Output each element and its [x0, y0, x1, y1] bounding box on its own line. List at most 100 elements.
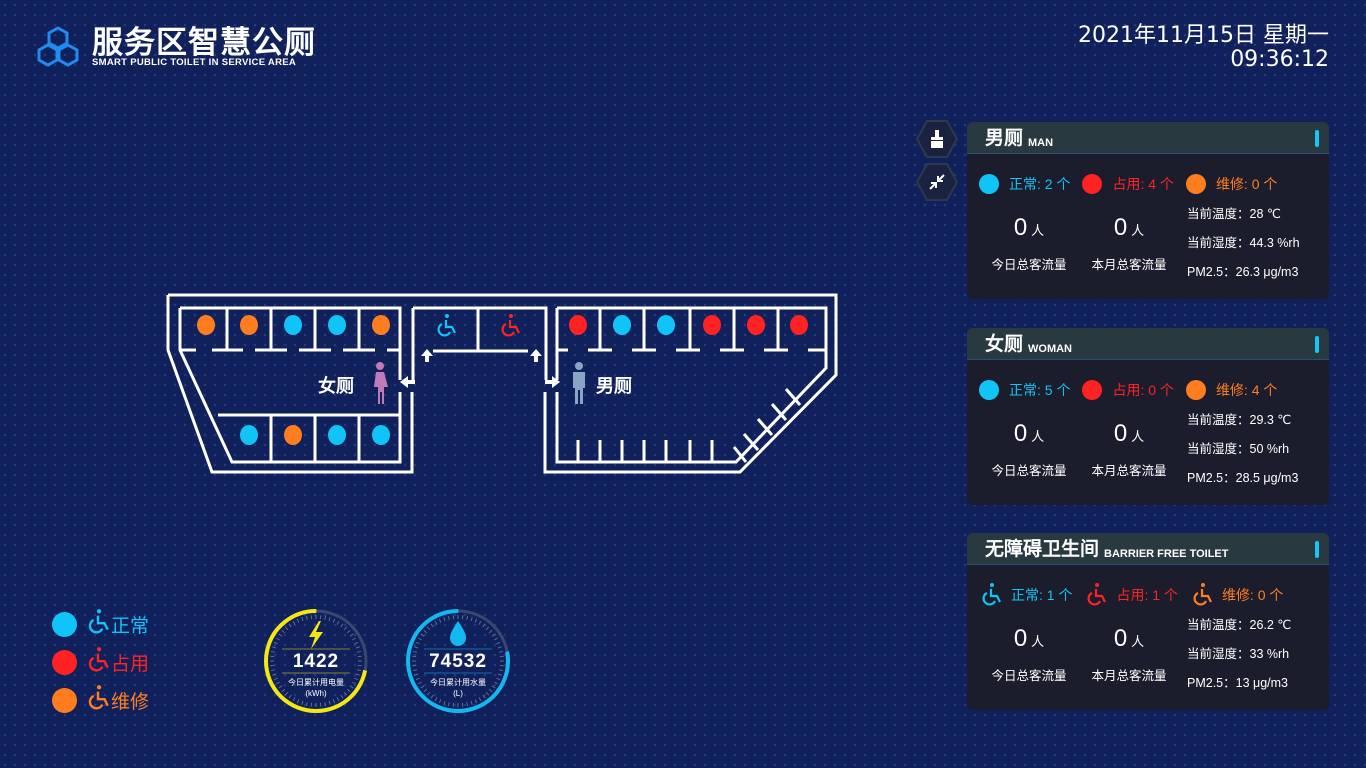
humidity: 当前湿度：50 %rh — [1187, 442, 1290, 456]
male-stall[interactable] — [569, 315, 587, 335]
unit: 人 — [1131, 634, 1145, 649]
female-stall[interactable] — [328, 315, 346, 335]
female-stall[interactable] — [197, 315, 215, 335]
female-stall[interactable] — [284, 315, 302, 335]
panel-accent-bar — [1315, 541, 1319, 558]
repair-dot-icon — [1185, 380, 1206, 400]
temperature: 当前温度：28 ℃ — [1187, 207, 1281, 221]
panel-accent-bar — [1315, 130, 1319, 147]
occupied-dot-icon — [1082, 380, 1103, 400]
lightning-icon — [309, 621, 323, 649]
wheelchair-icon — [85, 608, 111, 640]
time: 09:36:12 — [1230, 47, 1329, 72]
water-drop-icon — [450, 621, 466, 646]
repair-count: 维修: 0 个 — [1221, 587, 1284, 603]
logo: 服务区智慧公厕 SMART PUBLIC TOILET IN SERVICE A… — [36, 25, 316, 69]
female-stall[interactable] — [372, 425, 390, 445]
pm25: PM2.5：26.3 μg/m3 — [1187, 265, 1299, 279]
electricity-value: 1422 — [292, 651, 340, 672]
unit: 人 — [1131, 223, 1145, 238]
normal-dot-icon — [979, 380, 999, 400]
status-legend: 正常 占用 维修 — [52, 605, 149, 719]
accessible-stall-wheelchair-icon[interactable] — [501, 314, 520, 337]
legend-label: 占用 — [111, 653, 150, 675]
male-stall[interactable] — [613, 315, 631, 335]
repair-count: 维修: 0 个 — [1215, 176, 1278, 192]
pm25: PM2.5：13 μg/m3 — [1187, 676, 1288, 690]
clean-button[interactable] — [915, 120, 959, 158]
arrow-up-icon — [530, 349, 542, 362]
occupied-count: 占用: 4 个 — [1112, 176, 1174, 192]
logo-cubes-icon — [37, 26, 79, 67]
collapse-button[interactable] — [915, 163, 959, 201]
male-stall[interactable] — [747, 315, 765, 335]
broom-icon — [931, 130, 943, 148]
unit: 人 — [1031, 429, 1045, 444]
today-flow: 0 — [1013, 420, 1028, 447]
date: 2021年11月15日 星期一 — [1078, 23, 1329, 48]
male-label: 男厕 — [596, 376, 632, 396]
wheelchair-icon — [85, 684, 111, 716]
female-label: 女厕 — [318, 375, 354, 396]
app-title: 服务区智慧公厕 — [92, 24, 316, 60]
gauge-progress — [264, 609, 368, 713]
water-value: 74532 — [429, 651, 487, 672]
normal-dot-icon — [979, 174, 999, 194]
wheelchair-icon — [1084, 582, 1116, 609]
arrow-right-icon — [545, 376, 560, 388]
normal-count: 正常: 2 个 — [1009, 176, 1071, 192]
legend-repair: 维修 — [52, 681, 149, 719]
today-flow-label: 今日总客流量 — [991, 258, 1067, 272]
repair-count: 维修: 4 个 — [1215, 382, 1278, 398]
arrow-up-icon — [421, 349, 433, 362]
month-flow: 0 — [1113, 420, 1128, 447]
app-subtitle: SMART PUBLIC TOILET IN SERVICE AREA — [92, 56, 297, 68]
unit: 人 — [1131, 429, 1145, 444]
legend-normal: 正常 — [52, 605, 149, 643]
today-flow: 0 — [1013, 625, 1028, 652]
accessible-stall-wheelchair-icon[interactable] — [437, 314, 456, 337]
floor-plan-walls — [166, 293, 838, 474]
female-stall[interactable] — [240, 425, 258, 445]
normal-count: 正常: 5 个 — [1009, 382, 1071, 398]
today-flow-label: 今日总客流量 — [991, 669, 1067, 683]
legend-occupied: 占用 — [52, 643, 149, 681]
temperature: 当前温度：26.2 ℃ — [1187, 618, 1292, 632]
today-flow-label: 今日总客流量 — [991, 464, 1067, 478]
female-stall[interactable] — [284, 425, 302, 445]
female-stall[interactable] — [328, 425, 346, 445]
humidity: 当前湿度：33 %rh — [1187, 647, 1290, 661]
month-flow: 0 — [1113, 625, 1128, 652]
floor-plan: 女厕 男厕 — [166, 293, 838, 474]
unit: 人 — [1031, 634, 1045, 649]
today-flow: 0 — [1013, 214, 1028, 241]
collapse-icon — [929, 174, 945, 190]
month-flow-label: 本月总客流量 — [1091, 669, 1167, 683]
unit: 人 — [1031, 223, 1045, 238]
water-label: 今日累计用水量 — [430, 678, 486, 687]
male-stall[interactable] — [790, 315, 808, 335]
panel-title: 无障碍卫生间 — [985, 539, 1100, 560]
occupied-count: 占用: 0 个 — [1112, 382, 1174, 398]
male-stall[interactable] — [703, 315, 721, 335]
panel-title-en: MAN — [1028, 137, 1054, 149]
panel-title-en: BARRIER FREE TOILET — [1104, 548, 1229, 560]
month-flow-label: 本月总客流量 — [1091, 464, 1167, 478]
electricity-label: 今日累计用电量 — [288, 678, 344, 687]
month-flow: 0 — [1113, 214, 1128, 241]
pm25: PM2.5：28.5 μg/m3 — [1187, 471, 1299, 485]
male-figure-icon — [573, 362, 585, 404]
female-figure-icon — [374, 362, 388, 404]
male-stall[interactable] — [657, 315, 675, 335]
wheelchair-icon — [1190, 582, 1222, 609]
female-stall[interactable] — [372, 315, 390, 335]
panel-title: 男厕 — [985, 128, 1024, 149]
female-stall[interactable] — [240, 315, 258, 335]
direction-arrows — [400, 349, 560, 388]
arrow-left-icon — [400, 376, 415, 388]
wheelchair-icon — [85, 646, 111, 678]
panel-accent-bar — [1315, 336, 1319, 353]
month-flow-label: 本月总客流量 — [1091, 258, 1167, 272]
